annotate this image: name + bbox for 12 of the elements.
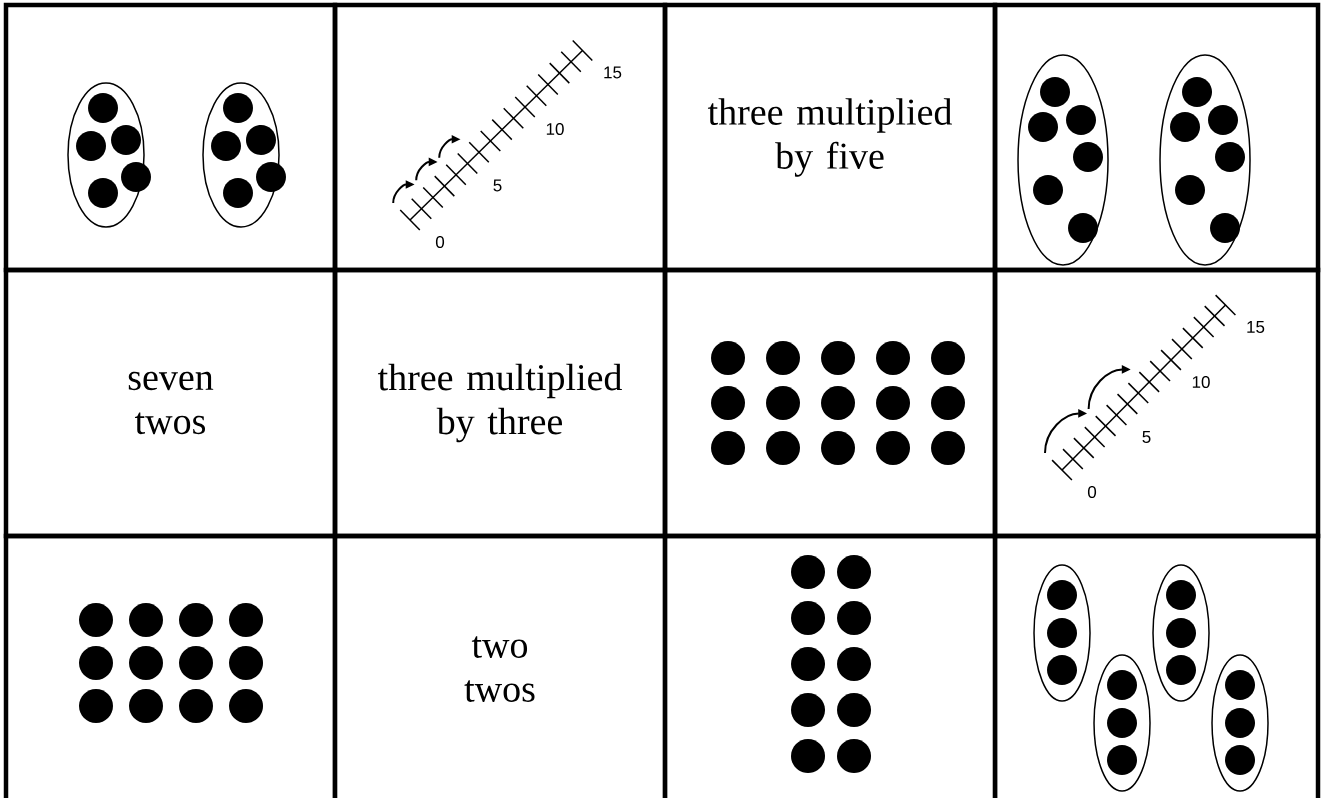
tick-label: 5 [493,179,502,192]
tick-label: 15 [1247,321,1265,333]
tick-label: 15 [604,66,622,79]
text-card: three multiplied by three [332,267,668,539]
tick-label: 0 [435,236,445,249]
tick-label: 0 [1087,486,1097,499]
text-card: two twos [332,533,668,798]
tick-label: 5 [1142,431,1151,443]
text-card: seven twos [3,267,338,539]
text-card: three multiplied by five [662,2,998,273]
tick-label: 10 [546,123,564,136]
tick-label: 10 [1192,376,1210,389]
